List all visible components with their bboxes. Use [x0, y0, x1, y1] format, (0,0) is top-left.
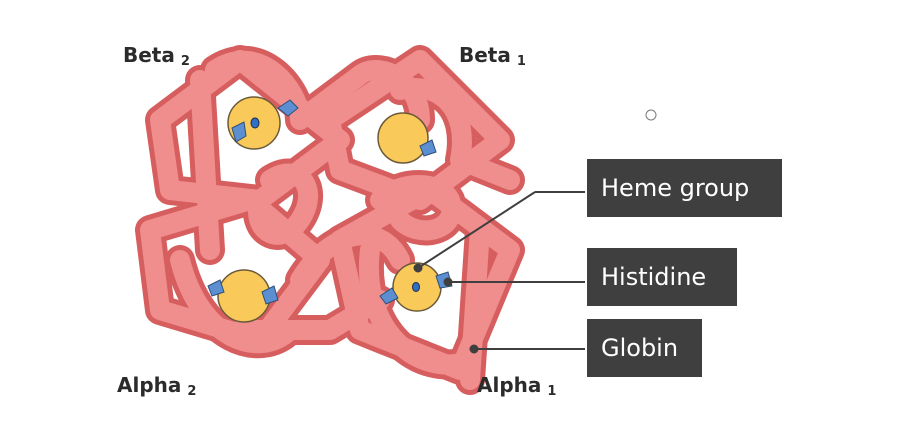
label-beta-1-index: 1 — [516, 54, 526, 69]
label-beta-2-index: 2 — [180, 54, 190, 69]
heme-beta2 — [227, 96, 299, 150]
label-beta-2-name: Beta — [123, 43, 175, 67]
label-alpha-1-index: 1 — [547, 384, 557, 399]
label-alpha-1-name: Alpha — [477, 373, 542, 397]
heme-pointer-dot — [413, 263, 423, 273]
heme-beta1 — [377, 112, 437, 164]
label-beta-2: Beta 2 — [123, 43, 190, 69]
label-alpha-2: Alpha 2 — [117, 373, 196, 399]
label-alpha-2-name: Alpha — [117, 373, 182, 397]
callout-leaders — [413, 191, 585, 354]
callout-globin: Globin — [587, 319, 702, 377]
globin-pointer-dot — [469, 344, 479, 354]
callout-heme-group: Heme group — [587, 159, 782, 217]
label-alpha-1: Alpha 1 — [477, 373, 556, 399]
label-beta-1-name: Beta — [459, 43, 511, 67]
callout-histidine: Histidine — [587, 248, 737, 306]
label-beta-1: Beta 1 — [459, 43, 526, 69]
marker-circle — [645, 109, 657, 121]
histidine-pointer-dot — [443, 277, 453, 287]
heme-alpha2 — [207, 269, 279, 323]
label-alpha-2-index: 2 — [187, 384, 197, 399]
globin-chains — [135, 45, 525, 395]
